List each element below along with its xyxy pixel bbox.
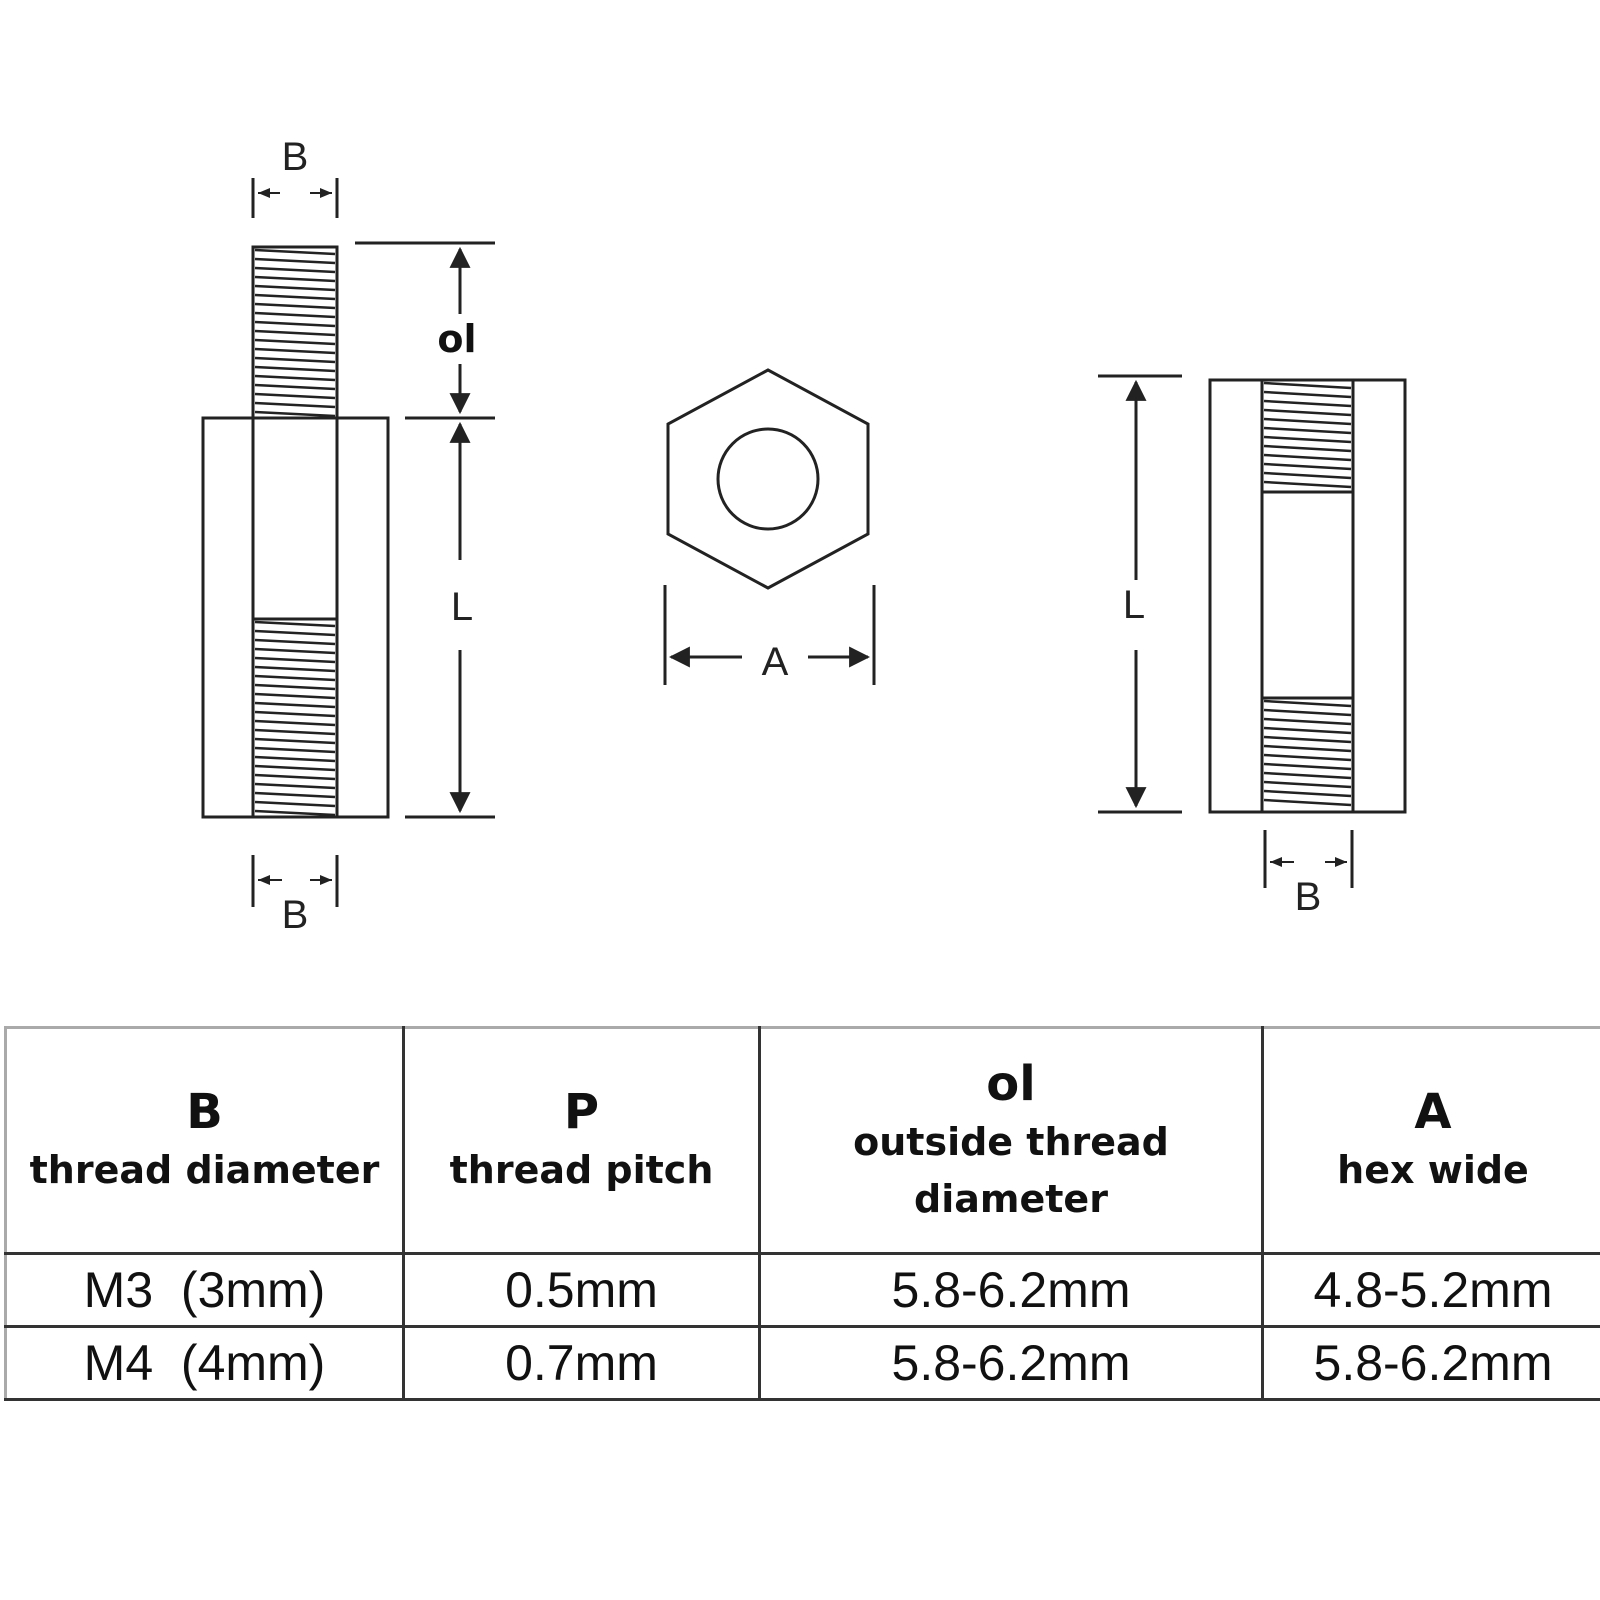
female-thread-bore <box>251 617 339 819</box>
b-dimension-bottom-right <box>1263 830 1354 888</box>
label-a: A <box>762 640 789 684</box>
hex-bore-circle <box>716 427 820 531</box>
header-p: P thread pitch <box>402 1026 761 1255</box>
female-thread-bottom <box>1260 696 1355 814</box>
label-l-right: L <box>1123 583 1145 627</box>
b-dimension-bottom-left <box>251 855 339 907</box>
male-female-standoff-side-view <box>201 178 495 907</box>
standoff-drawing: B ol L B A <box>201 135 1407 937</box>
label-b-bottom-right: B <box>1295 875 1322 919</box>
hex-outline <box>666 368 870 590</box>
table-cell: 5.8-6.2mm <box>758 1325 1264 1401</box>
table-cell: M3 (3mm) <box>4 1252 405 1328</box>
header-a: A hex wide <box>1261 1026 1600 1255</box>
table-header-row: B thread diameter P thread pitch ol outs… <box>4 1026 1600 1255</box>
table-cell: M4 (4mm) <box>4 1325 405 1401</box>
table-cell: 5.8-6.2mm <box>758 1252 1264 1328</box>
female-female-standoff-side-view <box>1098 374 1407 888</box>
label-b-top: B <box>282 135 309 179</box>
ol-dimension <box>355 241 495 420</box>
label-ol: ol <box>437 317 476 361</box>
header-ol: ol outside thread diameter <box>758 1026 1264 1255</box>
table-cell: 0.5mm <box>402 1252 761 1328</box>
l-dimension-left <box>405 421 495 819</box>
table-row: M3 (3mm) 0.5mm 5.8-6.2mm 4.8-5.2mm <box>4 1252 1600 1328</box>
table-cell: 5.8-6.2mm <box>1261 1325 1600 1401</box>
male-thread-stud <box>251 245 339 420</box>
label-b-bottom-left: B <box>282 893 309 937</box>
spec-table: B thread diameter P thread pitch ol outs… <box>4 1026 1600 1401</box>
hex-end-view <box>663 368 876 685</box>
b-dimension-top <box>251 178 339 218</box>
a-dimension <box>663 585 876 685</box>
label-l-left: L <box>451 585 473 629</box>
table-cell: 4.8-5.2mm <box>1261 1252 1600 1328</box>
table-cell: 0.7mm <box>402 1325 761 1401</box>
table-row: M4 (4mm) 0.7mm 5.8-6.2mm 5.8-6.2mm <box>4 1325 1600 1401</box>
female-thread-top <box>1260 378 1355 494</box>
l-dimension-right <box>1098 374 1182 814</box>
header-b: B thread diameter <box>4 1026 405 1255</box>
